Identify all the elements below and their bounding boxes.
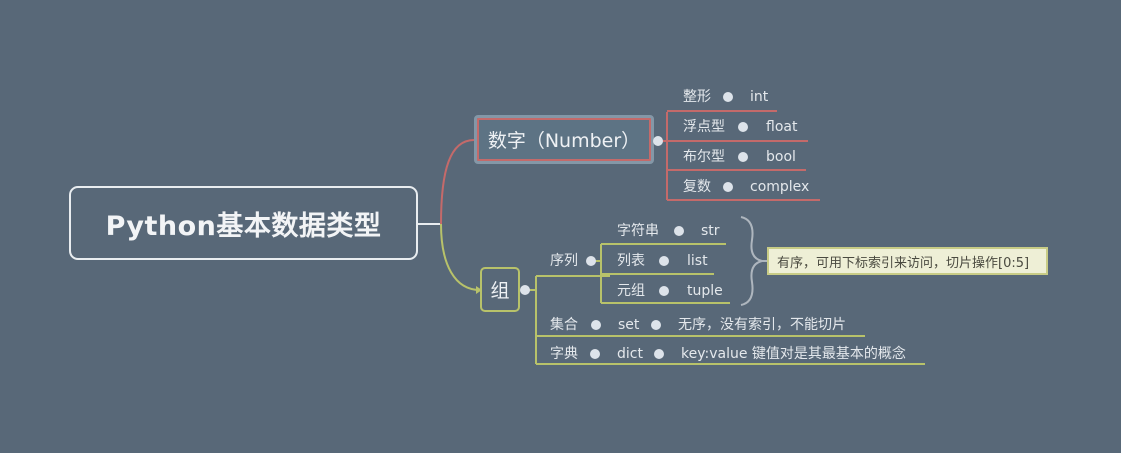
group-label: 组	[490, 280, 510, 302]
root-label: Python基本数据类型	[105, 210, 382, 242]
set-desc: 无序，没有索引，不能切片	[678, 317, 846, 333]
number-item-bool-label: 布尔型	[683, 149, 725, 165]
number-item-bool-dot[interactable]	[738, 152, 748, 162]
set-dot[interactable]	[591, 320, 601, 330]
seq-item-str-label: 字符串	[617, 223, 659, 239]
root-node[interactable]: Python基本数据类型	[69, 186, 418, 260]
dict-desc-dot[interactable]	[654, 349, 664, 359]
group-node[interactable]: 组	[480, 267, 520, 312]
seq-item-list-value: list	[687, 253, 708, 269]
dict-dot[interactable]	[590, 349, 600, 359]
number-item-int-value: int	[750, 89, 769, 105]
sequence-dot[interactable]	[586, 256, 596, 266]
seq-item-tuple-value: tuple	[687, 283, 723, 299]
dict-desc: key:value 键值对是其最基本的概念	[681, 346, 906, 362]
seq-item-str-value: str	[701, 223, 720, 239]
seq-item-str-dot[interactable]	[674, 226, 684, 236]
seq-item-tuple-label: 元组	[617, 283, 645, 299]
number-item-bool-value: bool	[766, 149, 796, 165]
set-value: set	[618, 317, 640, 333]
seq-item-tuple-dot[interactable]	[659, 286, 669, 296]
number-item-float-label: 浮点型	[683, 119, 725, 135]
number-collapse-dot[interactable]	[653, 136, 663, 146]
number-node[interactable]: 数字（Number）	[474, 115, 654, 164]
dict-value: dict	[617, 346, 643, 362]
sequence-label: 序列	[550, 253, 578, 269]
group-collapse-dot[interactable]	[520, 285, 530, 295]
number-item-float-dot[interactable]	[738, 122, 748, 132]
number-item-complex-label: 复数	[683, 179, 711, 195]
dict-label: 字典	[550, 346, 578, 362]
set-desc-dot[interactable]	[651, 320, 661, 330]
number-item-complex-dot[interactable]	[723, 182, 733, 192]
number-item-float-value: float	[766, 119, 798, 135]
number-item-complex-value: complex	[750, 179, 810, 195]
set-label: 集合	[550, 317, 578, 333]
number-item-int-label: 整形	[683, 89, 711, 105]
number-label: 数字（Number）	[487, 130, 641, 152]
sequence-note[interactable]: 有序，可用下标索引来访问，切片操作[0:5]	[767, 247, 1048, 275]
seq-item-list-dot[interactable]	[659, 256, 669, 266]
seq-item-list-label: 列表	[617, 253, 645, 269]
sequence-note-text: 有序，可用下标索引来访问，切片操作[0:5]	[777, 255, 1030, 271]
number-item-int-dot[interactable]	[723, 92, 733, 102]
